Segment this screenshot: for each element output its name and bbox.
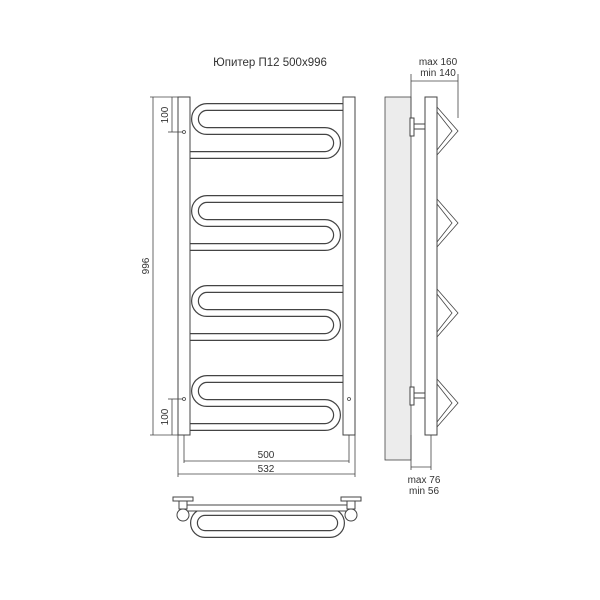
dim-532: 532: [258, 464, 275, 475]
front-dimensions: 996 100 100 500 532: [141, 96, 356, 477]
serpentine-section: [190, 286, 343, 340]
wall-flange: [172, 496, 194, 502]
side-bracket: [436, 288, 459, 338]
dim-min-56: min 56: [409, 486, 439, 497]
side-post: [424, 96, 438, 436]
serpentine-section: [190, 376, 343, 430]
dim-min-140: min 140: [420, 68, 456, 79]
right-post: [342, 96, 356, 436]
side-bracket: [436, 198, 459, 248]
top-view: [172, 496, 362, 538]
dim-max-76: max 76: [408, 475, 441, 486]
left-post: [177, 96, 191, 436]
dim-100-top: 100: [160, 106, 171, 123]
serpentine-pipes: [190, 103, 343, 431]
front-view: [177, 96, 356, 436]
side-view: max 160 min 140 max 76 min 56: [384, 57, 459, 497]
wall-mount: [409, 117, 426, 406]
wall-flange: [340, 496, 362, 502]
side-bracket: [436, 106, 459, 156]
dim-100-bottom: 100: [160, 408, 171, 425]
drawing-title: Юпитер П12 500x996: [213, 57, 327, 69]
valve: [344, 508, 358, 522]
brackets: [436, 106, 459, 428]
dim-500: 500: [258, 450, 275, 461]
mount-point: [347, 397, 351, 401]
side-bracket: [436, 378, 459, 428]
dim-996: 996: [141, 257, 152, 274]
dim-max-160: max 160: [419, 57, 458, 68]
wall: [384, 96, 412, 461]
serpentine-section: [190, 196, 343, 250]
serpentine-section: [190, 104, 343, 158]
valve: [176, 508, 190, 522]
